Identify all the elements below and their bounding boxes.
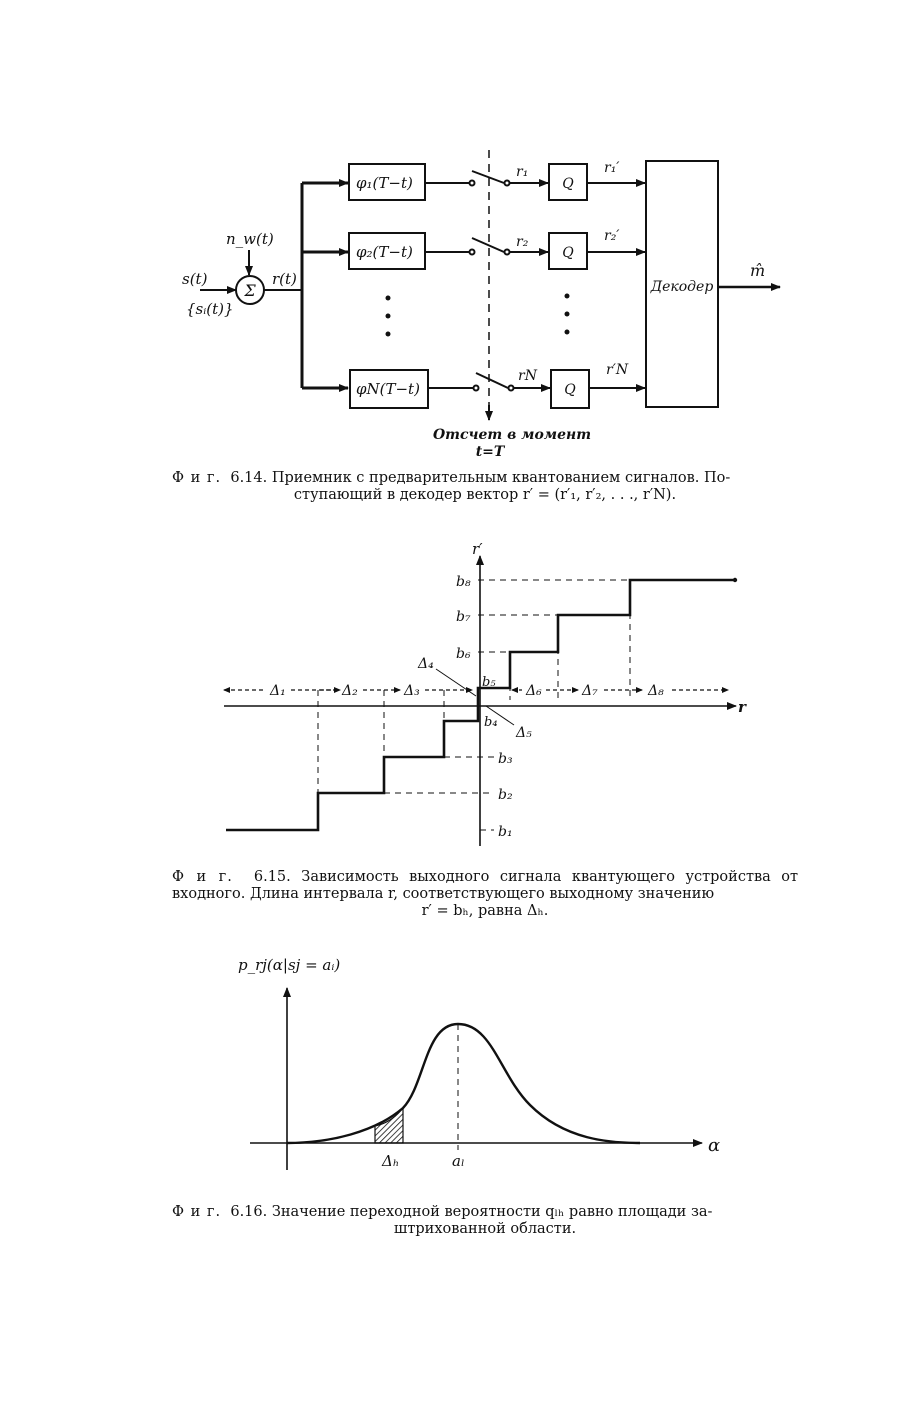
interval-5: Δ₅ [515, 725, 532, 741]
a-l-label: aₗ [452, 1152, 465, 1170]
summer-label: Σ [243, 281, 256, 300]
delta-h-label: Δₕ [381, 1152, 399, 1170]
quantizer-2-label: Q [562, 245, 574, 261]
caption-text-1: Приемник с предварительным квантованием … [271, 470, 731, 486]
interval-6: Δ₆ [525, 683, 542, 699]
staircase-curve [226, 578, 735, 832]
x-axis-label: r [738, 698, 747, 716]
interval-4: Δ₄ [417, 656, 434, 672]
input-set-label: {sᵢ(t)} [186, 300, 234, 318]
filter-2-label: φ₂(T−t) [356, 243, 413, 261]
interval-8: Δ₈ [647, 683, 664, 699]
x-axis-label: α [708, 1135, 720, 1156]
receiver-block-diagram: φ₁(T−t) φ₂(T−t) φN(T−t) Q Q Q Декодер s(… [182, 150, 781, 460]
r2-label: r₂ [516, 234, 529, 250]
caption-6-14: Ф и г. 6.14. Приемник с предварительным … [172, 470, 798, 504]
caption-label: Ф и г. [172, 470, 222, 486]
quantizer-n-label: Q [564, 382, 576, 398]
level-b8: b₈ [456, 574, 471, 590]
density-curve [286, 1022, 641, 1145]
hatched-region [374, 1106, 404, 1144]
y-axis-label: p_rj(α|sj = aᵢ) [238, 956, 340, 974]
rn-label: rN [518, 368, 538, 384]
caption-text-1: Зависимость выходного сигнала квантующег… [172, 869, 799, 902]
caption-text-1: Значение переходной вероятности qₗₕ равн… [271, 1204, 713, 1220]
caption-label: Ф и г. [172, 869, 233, 885]
interval-1: Δ₁ [269, 683, 286, 699]
filter-n-label: φN(T−t) [356, 380, 420, 398]
figure-6-16: p_rj(α|sj = aᵢ) α Δₕ aₗ Ф и г. 6.16. Зна… [172, 956, 798, 1238]
caption-number: 6.16. [230, 1204, 268, 1220]
caption-text-2: r′ = bₕ, равна Δₕ. [421, 903, 549, 919]
transition-probability-plot: p_rj(α|sj = aᵢ) α Δₕ aₗ [238, 956, 720, 1170]
caption-text-2: штрихованной области. [393, 1221, 577, 1237]
level-b7: b₇ [456, 609, 471, 625]
rn-prime-label: r′N [606, 362, 629, 378]
caption-label: Ф и г. [172, 1204, 222, 1220]
estimate-label: m̂ [750, 261, 765, 280]
y-axis-label: r′ [472, 540, 483, 558]
caption-number: 6.14. [230, 470, 268, 486]
level-b6: b₆ [456, 646, 471, 662]
level-b2: b₂ [498, 787, 513, 803]
input-signal-label: s(t) [182, 270, 208, 288]
quantizer-characteristic-plot: r′ r b₁ b₂ b₃ b₄ b₅ b₆ b₇ b₈ Δ₁ Δ₂ Δ₃ Δ₄… [223, 540, 747, 846]
ellipsis-dots [385, 293, 570, 337]
level-b3: b₃ [498, 751, 513, 767]
level-b1: b₁ [498, 824, 513, 840]
r1-label: r₁ [516, 164, 528, 180]
level-b4: b₄ [484, 715, 498, 730]
caption-text-2: ступающий в декодер вектор r′ = (r′₁, r′… [293, 487, 677, 503]
caption-6-16: Ф и г. 6.16. Значение переходной вероятн… [172, 1204, 798, 1238]
filter-1-label: φ₁(T−t) [356, 174, 413, 192]
figure-6-14: φ₁(T−t) φ₂(T−t) φN(T−t) Q Q Q Декодер s(… [0, 0, 906, 520]
interval-3: Δ₃ [403, 683, 420, 699]
figure-6-15: r′ r b₁ b₂ b₃ b₄ b₅ b₆ b₇ b₈ Δ₁ Δ₂ Δ₃ Δ₄… [172, 540, 798, 920]
r2-prime-label: r₂′ [604, 228, 620, 244]
interval-7: Δ₇ [581, 683, 598, 699]
sampling-label-2: t=T [476, 444, 506, 460]
caption-number: 6.15. [253, 869, 291, 885]
decoder-label: Декодер [650, 279, 714, 295]
interval-2: Δ₂ [341, 683, 358, 699]
quantizer-1-label: Q [562, 176, 574, 192]
r1-prime-label: r₁′ [604, 160, 620, 176]
received-signal-label: r(t) [272, 270, 297, 288]
noise-label: n_w(t) [226, 230, 274, 248]
sampling-label-1: Отсчет в момент [433, 427, 591, 443]
level-b5: b₅ [482, 675, 496, 690]
caption-6-15: Ф и г. 6.15. Зависимость выходного сигна… [172, 869, 798, 920]
